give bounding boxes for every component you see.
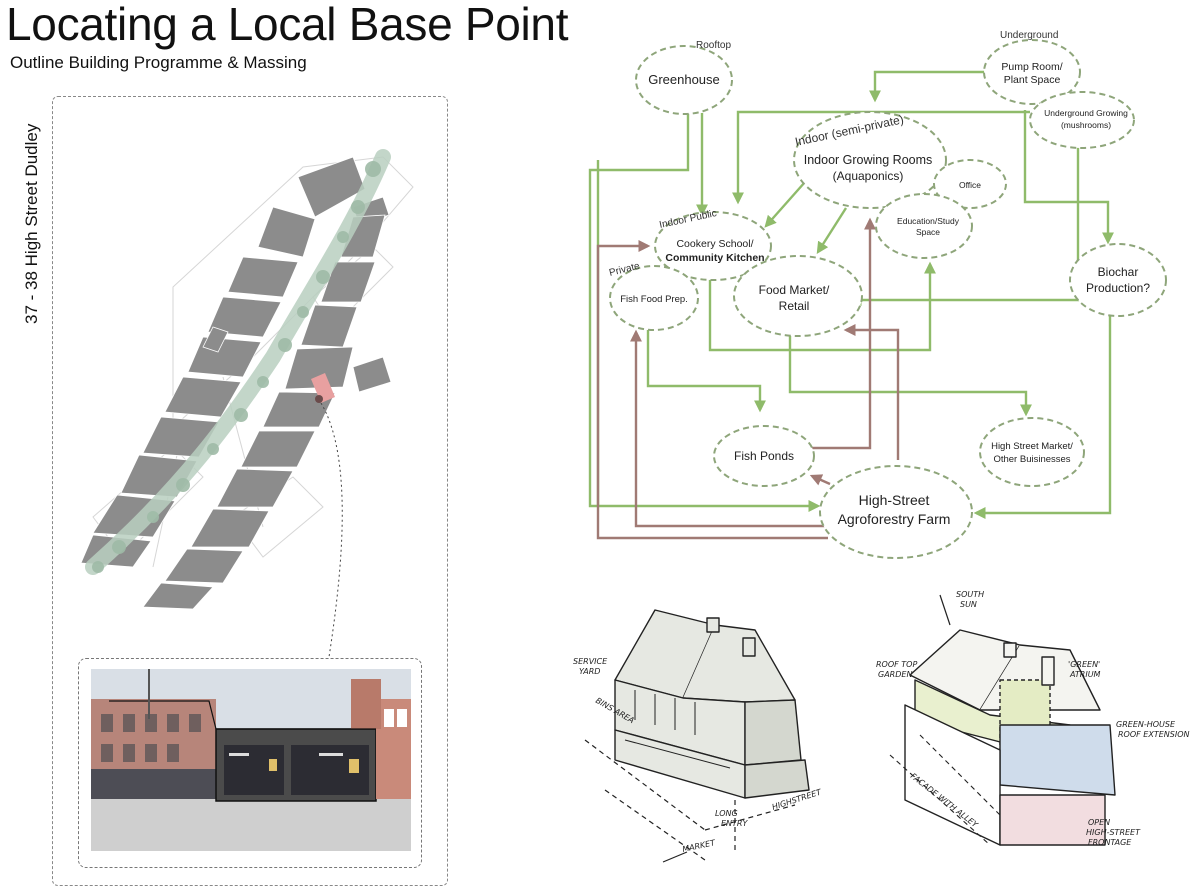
fish-ponds-node [713,425,815,487]
site-highlight [311,373,335,403]
roof-top-garden-label-2: GARDEN [878,670,912,679]
greenhouse-label: Greenhouse [648,72,720,87]
agroforestry-farm-node [819,465,973,559]
food-market-label-1: Food Market/ [759,283,830,297]
indoor-growing-node [793,111,947,209]
underground-growing-node [1029,91,1135,149]
roof-top-garden-label-1: ROOF TOP [876,660,917,669]
cookery-school-label-1: Cookery School/ [676,238,753,250]
programme-flow-diagram: Rooftop Underground Indoor (semi-private… [588,30,1167,559]
pump-room-label-1: Pump Room/ [1001,61,1062,73]
street-photo-panel [78,658,422,868]
education-label-1: Education/Study [897,216,960,226]
street-photo [91,669,411,851]
agroforestry-label-1: High-Street [859,492,930,508]
pump-room-label-2: Plant Space [1004,74,1061,86]
greenhouse-node [635,45,733,115]
market-label: MARKET [682,838,717,854]
open-frontage-label-1: OPEN [1088,818,1110,827]
biochar-label-1: Biochar [1098,265,1139,279]
site-map [80,149,414,658]
green-atrium-label-2: ATRIUM [1069,670,1101,679]
biochar-label-2: Production? [1086,281,1150,295]
office-label: Office [959,180,981,190]
site-map-panel [52,96,448,886]
greenhouse-ext-label-1: GREEN-HOUSE [1116,720,1176,729]
service-yard-label-1: SERVICE [573,657,608,666]
food-market-node [733,255,863,337]
biochar-node [1069,243,1167,317]
group-underground-label: Underground [1000,30,1058,41]
site-address-label: 37 - 38 High Street Dudley [22,123,41,324]
underground-growing-label-2: (mushrooms) [1061,120,1111,130]
pump-room-node [983,39,1081,105]
high-street-market-label-1: High Street Market/ [991,441,1073,452]
cookery-school-node [654,211,772,281]
open-frontage-label-3: FRONTAGE [1088,838,1132,847]
page-subtitle: Outline Building Programme & Massing [10,53,307,72]
education-node [875,193,973,259]
green-atrium-label-1: 'GREEN' [1068,660,1100,669]
underground-growing-label-1: Underground Growing [1044,108,1128,118]
long-entry-label-2: ENTRY [721,819,748,828]
page-title: Locating a Local Base Point [6,0,569,50]
high-street-market-node [979,417,1085,487]
indoor-growing-label-1: Indoor Growing Rooms [804,153,933,167]
indoor-growing-label-2: (Aquaponics) [833,169,904,183]
fish-food-label: Fish Food Prep. [620,294,688,305]
site-marker [315,395,323,403]
high-street-market-label-2: Other Buisinesses [993,454,1070,465]
fish-food-node [609,265,699,331]
office-node [933,159,1007,209]
massing-sketch-existing: SERVICE YARD BINS AREA LONG ENTRY HIGHST… [573,609,823,863]
massing-sketch-proposed: SOUTH SUN ROOF TOP GARDEN 'GREEN' ATRIUM… [876,590,1189,847]
education-label-2: Space [916,227,940,237]
agroforestry-label-2: Agroforestry Farm [838,511,951,527]
south-sun-label-1: SOUTH [956,590,984,599]
food-market-label-2: Retail [779,299,810,313]
open-frontage-label-2: HIGH-STREET [1086,828,1141,837]
cookery-school-label-2: Community Kitchen [665,252,764,264]
service-yard-label-2: YARD [579,667,600,676]
south-sun-label-2: SUN [960,600,977,609]
fish-ponds-label: Fish Ponds [734,449,794,463]
long-entry-label-1: LONG [715,809,738,818]
greenhouse-ext-label-2: ROOF EXTENSION [1118,730,1189,739]
group-rooftop-label: Rooftop [696,40,731,51]
